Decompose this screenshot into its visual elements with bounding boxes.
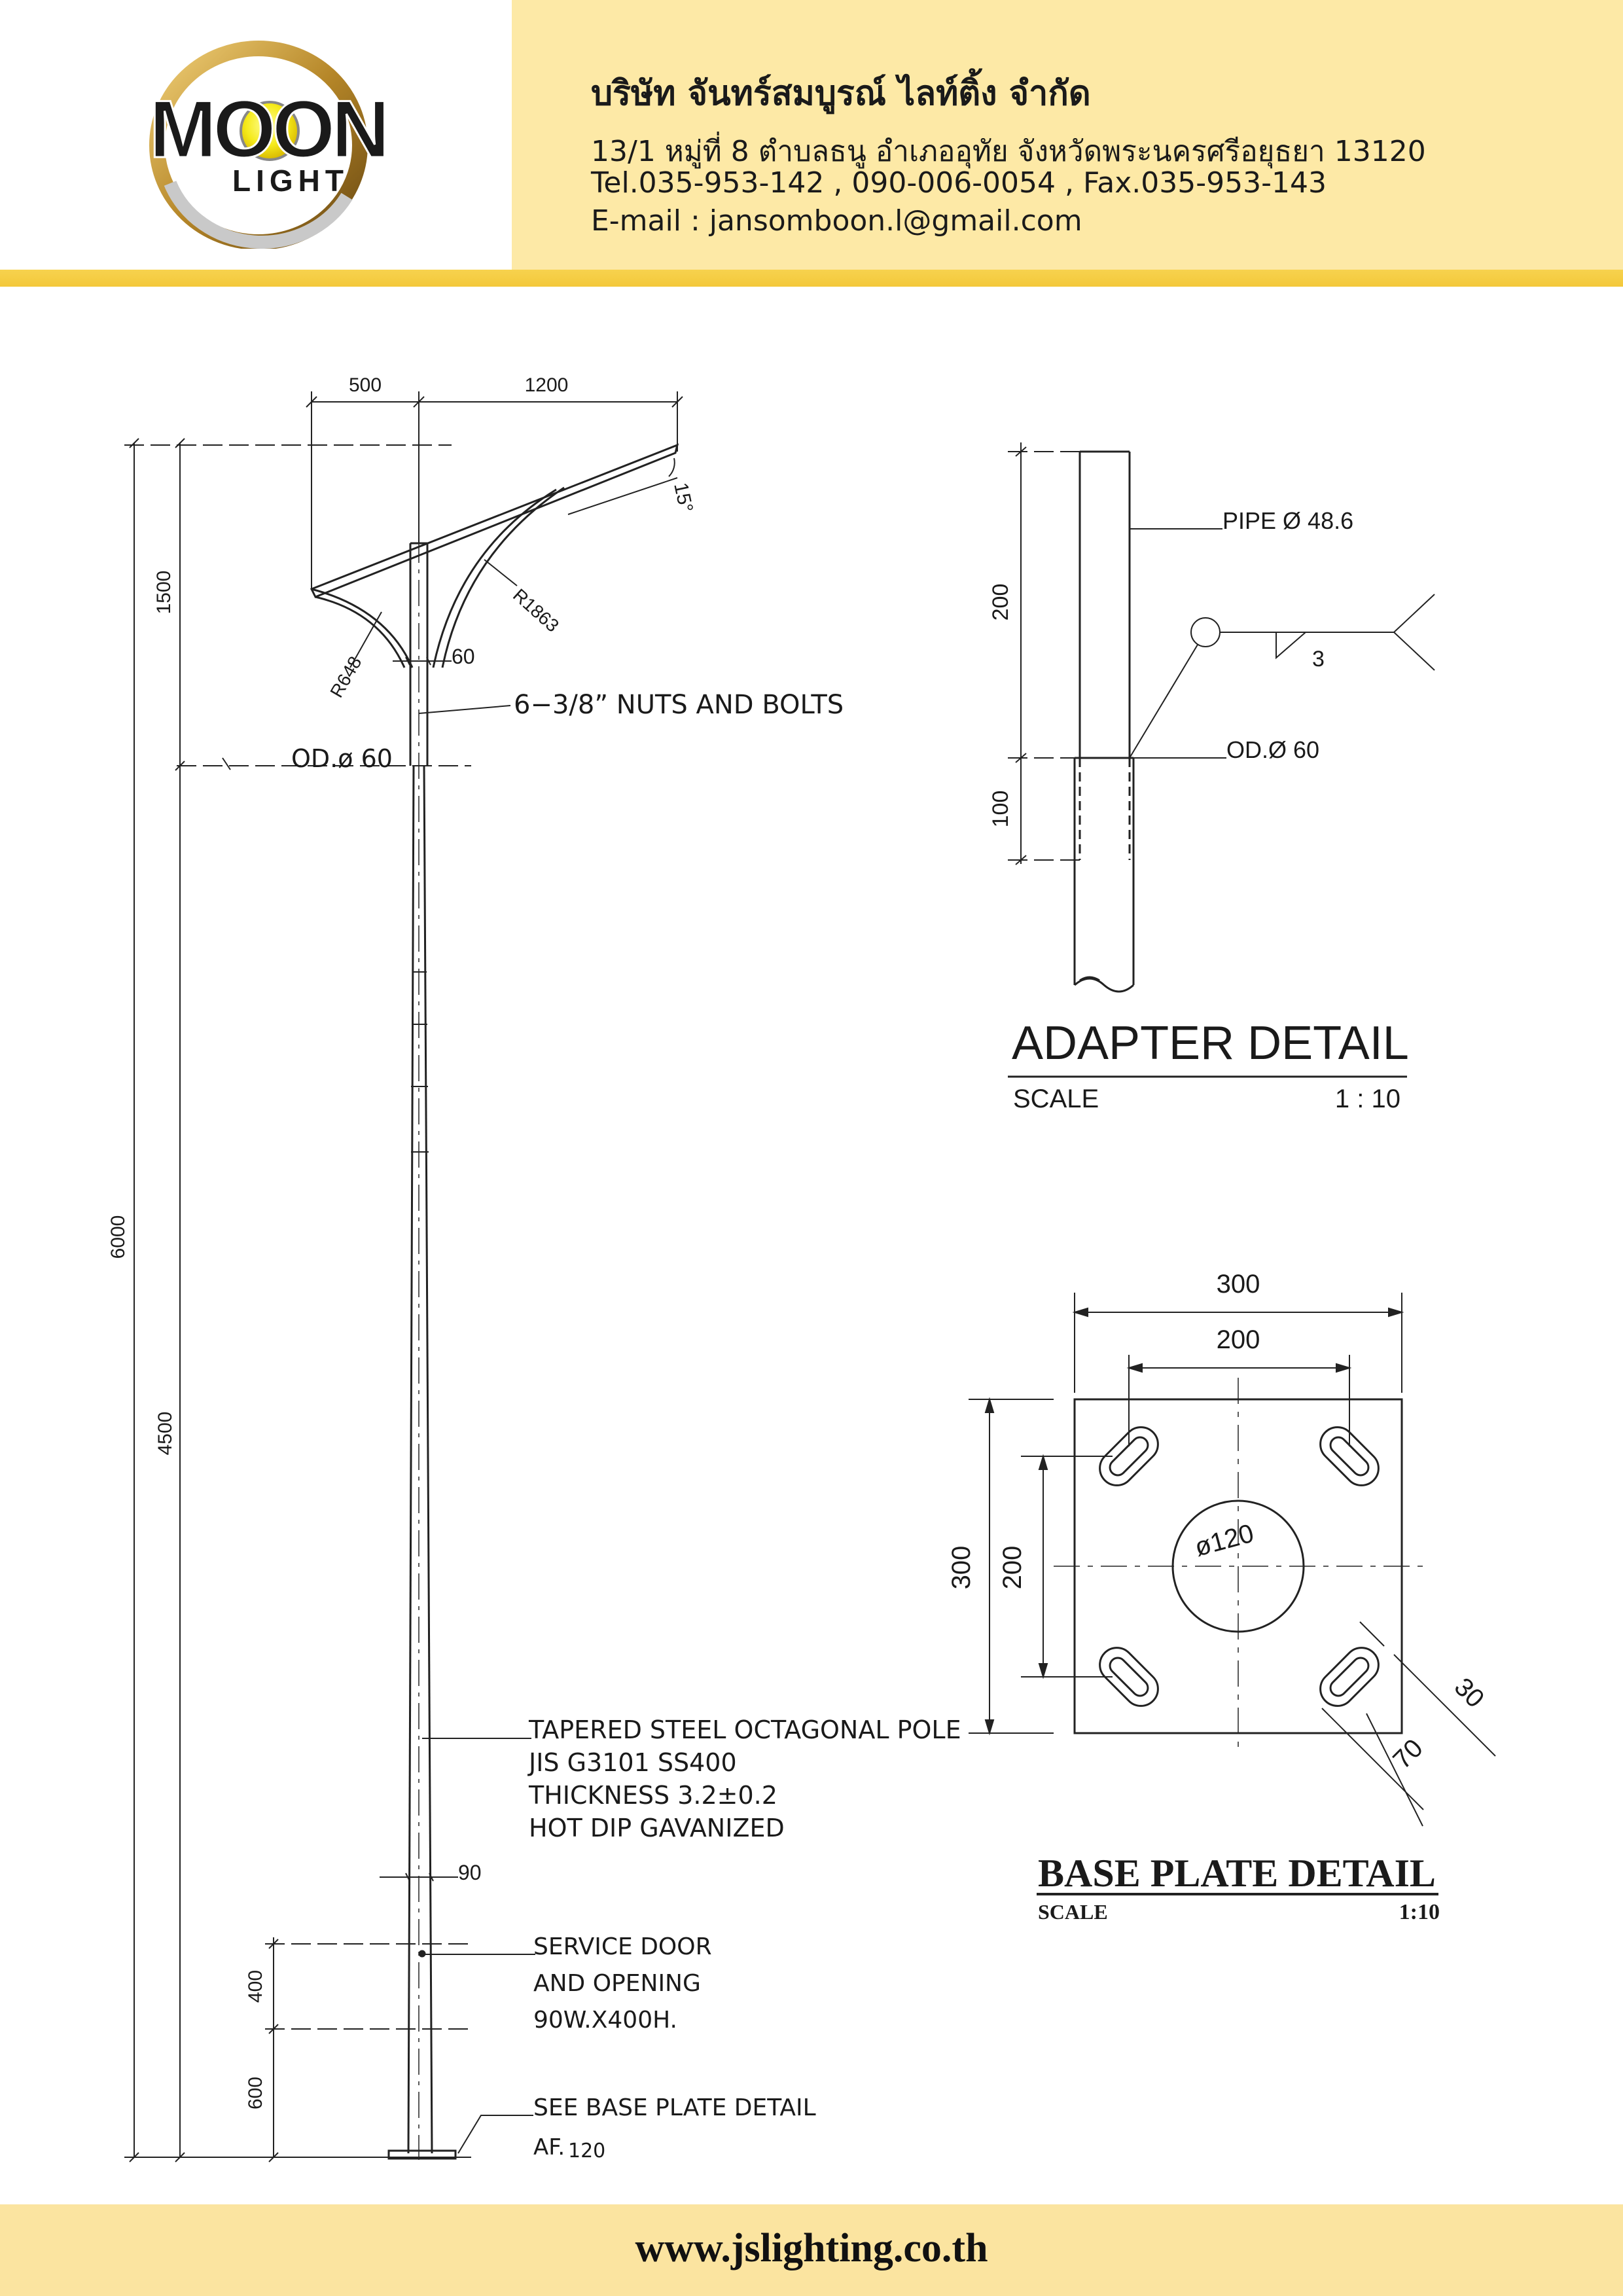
header: MOON LIGHT บริษัท จันทร์สมบูรณ์ ไลท์ติ้ง… bbox=[0, 0, 1623, 287]
base-ref-number: 120 bbox=[568, 2140, 605, 2162]
service-door-line-1: SERVICE DOOR bbox=[533, 1933, 712, 1960]
technical-drawing: 500 1200 1500 6000 4500 400 600 bbox=[107, 374, 1496, 2162]
bottom-width: 90 bbox=[458, 1861, 482, 1884]
radius-small: R648 bbox=[326, 653, 365, 701]
bolt-slots bbox=[1099, 1426, 1380, 1707]
pipe-label: PIPE Ø 48.6 bbox=[1222, 507, 1353, 534]
plate-dim-outer-w: 300 bbox=[1217, 1270, 1260, 1299]
plate-centerlines bbox=[1054, 1378, 1423, 1754]
angle-label: 15° bbox=[669, 481, 697, 514]
center-hole bbox=[1171, 1499, 1305, 1633]
radius-large: R1863 bbox=[509, 584, 563, 636]
company-address: 13/1 หมู่ที่ 8 ตำบลธนู อำเภออุทัย จังหวั… bbox=[591, 135, 1426, 168]
adapter-scale-value: 1 : 10 bbox=[1335, 1085, 1400, 1113]
nuts-bolts-label: 6−3/8” NUTS AND BOLTS bbox=[514, 690, 844, 720]
footer: www.jslighting.co.th bbox=[0, 2204, 1623, 2296]
adapter-title: ADAPTER DETAIL bbox=[1012, 1017, 1409, 1069]
od-label: OD.ø 60 bbox=[291, 744, 393, 773]
pole-shaft bbox=[387, 537, 457, 2160]
dim-upper: 1500 bbox=[153, 571, 175, 615]
base-plate-title: BASE PLATE DETAIL bbox=[1038, 1852, 1436, 1895]
pole-spec-line-2: JIS G3101 SS400 bbox=[527, 1748, 737, 1777]
header-divider bbox=[0, 270, 1623, 287]
adapter-detail: 200 100 PIPE Ø 48.6 OD.Ø 60 3 A bbox=[988, 442, 1435, 1113]
logo-bulb-icon bbox=[240, 101, 300, 161]
dim-lower: 4500 bbox=[154, 1412, 176, 1456]
pole-spec-line-4: HOT DIP GAVANIZED bbox=[529, 1814, 785, 1842]
plate-dim-outer-h: 300 bbox=[947, 1546, 976, 1590]
width-dimension-bottom bbox=[380, 1873, 458, 1882]
dim-base: 600 bbox=[245, 2077, 266, 2109]
company-email: E-mail : jansomboon.l@gmail.com bbox=[591, 204, 1082, 238]
company-name: บริษัท จันทร์สมบูรณ์ ไลท์ติ้ง จำกัด bbox=[591, 74, 1091, 113]
weld-symbol-icon bbox=[1129, 594, 1435, 759]
slot-dimensions bbox=[1321, 1621, 1496, 1827]
base-ref-code: AF. bbox=[533, 2134, 565, 2161]
logo-ring-icon bbox=[149, 41, 368, 249]
lamp-arm bbox=[310, 443, 679, 668]
hole-label: ø120 bbox=[1192, 1519, 1257, 1562]
website-link[interactable]: www.jslighting.co.th bbox=[635, 2226, 988, 2270]
adapter-pipe bbox=[1073, 450, 1135, 993]
slot-width: 30 bbox=[1449, 1672, 1490, 1713]
adapter-dim-lower: 100 bbox=[988, 791, 1013, 828]
dim-arm-left: 500 bbox=[349, 374, 382, 396]
arm-dimension bbox=[306, 391, 683, 589]
adapter-dim-upper: 200 bbox=[988, 584, 1013, 621]
company-logo: MOON LIGHT bbox=[149, 41, 391, 249]
dim-door: 400 bbox=[245, 1970, 266, 2003]
header-band bbox=[512, 0, 1623, 275]
pole-elevation: 500 1200 1500 6000 4500 400 600 bbox=[107, 374, 961, 2162]
top-width: 60 bbox=[452, 645, 475, 668]
width-dimension-top bbox=[393, 656, 452, 666]
pole-spec-line-3: THICKNESS 3.2±0.2 bbox=[528, 1781, 777, 1810]
base-plate-scale-label: SCALE bbox=[1038, 1900, 1108, 1924]
company-phone: Tel.035-953-142 , 090-006-0054 , Fax.035… bbox=[591, 166, 1327, 200]
adapter-od-label: OD.Ø 60 bbox=[1226, 736, 1319, 763]
base-plate-scale-value: 1:10 bbox=[1399, 1900, 1440, 1924]
height-dimensions bbox=[124, 438, 474, 2162]
adapter-scale-label: SCALE bbox=[1013, 1085, 1099, 1113]
dim-arm-right: 1200 bbox=[525, 374, 569, 396]
plate-dimensions bbox=[969, 1293, 1404, 1736]
dim-total: 6000 bbox=[107, 1215, 129, 1259]
weld-size: 3 bbox=[1312, 647, 1325, 672]
base-plate-detail: 300 200 300 200 ø120 bbox=[947, 1270, 1496, 1924]
plate-dim-inner-w: 200 bbox=[1217, 1325, 1260, 1354]
logo-subword: LIGHT bbox=[232, 164, 349, 198]
adapter-dimensions bbox=[1008, 442, 1086, 865]
plate-dim-inner-h: 200 bbox=[998, 1546, 1027, 1590]
base-ref-label: SEE BASE PLATE DETAIL bbox=[533, 2094, 816, 2121]
pole-spec-line-1: TAPERED STEEL OCTAGONAL POLE bbox=[528, 1715, 961, 1744]
service-door-line-2: AND OPENING bbox=[533, 1970, 701, 1997]
logo-wordmark: MOON bbox=[149, 84, 386, 175]
service-door-line-3: 90W.X400H. bbox=[533, 2007, 677, 2034]
